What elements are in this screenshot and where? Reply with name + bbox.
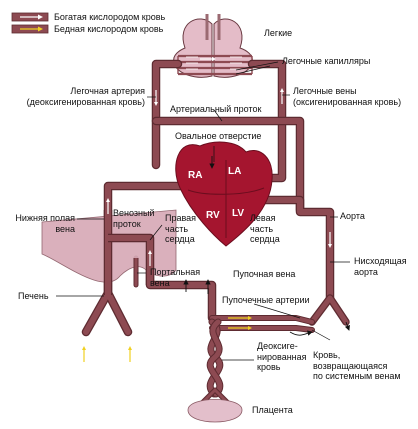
ivc-label: Нижняя полая вена [15,213,75,234]
pulmonary-capillaries-label: Легочные капилляры [282,56,371,66]
leader-lines [56,61,350,361]
pulmonary-artery-label: Легочная артерия (деоксигенированная кро… [26,86,145,107]
deoxygenated-blood-label: Деоксиге- нированная кровь [257,341,307,372]
pulmonary-capillaries [177,54,253,76]
pulmonary-artery [151,59,183,170]
legend [11,12,49,34]
ductus-venosus-label: Венозный проток [113,208,155,229]
heart-lv-label: LV [232,208,244,219]
umbilical-vein-label: Пупочная вена [233,269,296,279]
liver-label: Печень [18,291,49,301]
right-heart-label: Правая часть сердца [165,213,197,244]
returning-blood-label: Кровь, возвращающаяся по системным венам [313,350,401,381]
heart: RA LA RV LV [175,141,273,247]
legend-poor-label: Бедная кислородом кровь [54,24,164,34]
placenta-label: Плацента [252,405,293,415]
liver-vessels [103,210,155,295]
ductus-arteriosus-label: Артериальный проток [170,104,262,114]
heart-rv-label: RV [206,210,220,221]
portal-vein-label: Портальная вена [150,267,201,288]
legend-rich-label: Богатая кислородом кровь [54,12,166,22]
black-flow-arrows [183,156,350,336]
heart-ra-label: RA [188,170,202,181]
heart-la-label: LA [228,166,241,177]
foramen-ovale-label: Овальное отверстие [175,131,262,141]
lungs-label: Легкие [264,28,293,38]
aorta-label: Аорта [340,211,365,221]
umbilical-arteries-label: Пупочечные артерии [222,295,310,305]
pulmonary-veins-label: Легочные вены (оксигенированная кровь) [293,86,402,107]
placenta [187,399,243,423]
descending-aorta-label: Нисходящая аорта [354,256,407,277]
left-heart-label: Левая часть сердца [250,213,280,244]
